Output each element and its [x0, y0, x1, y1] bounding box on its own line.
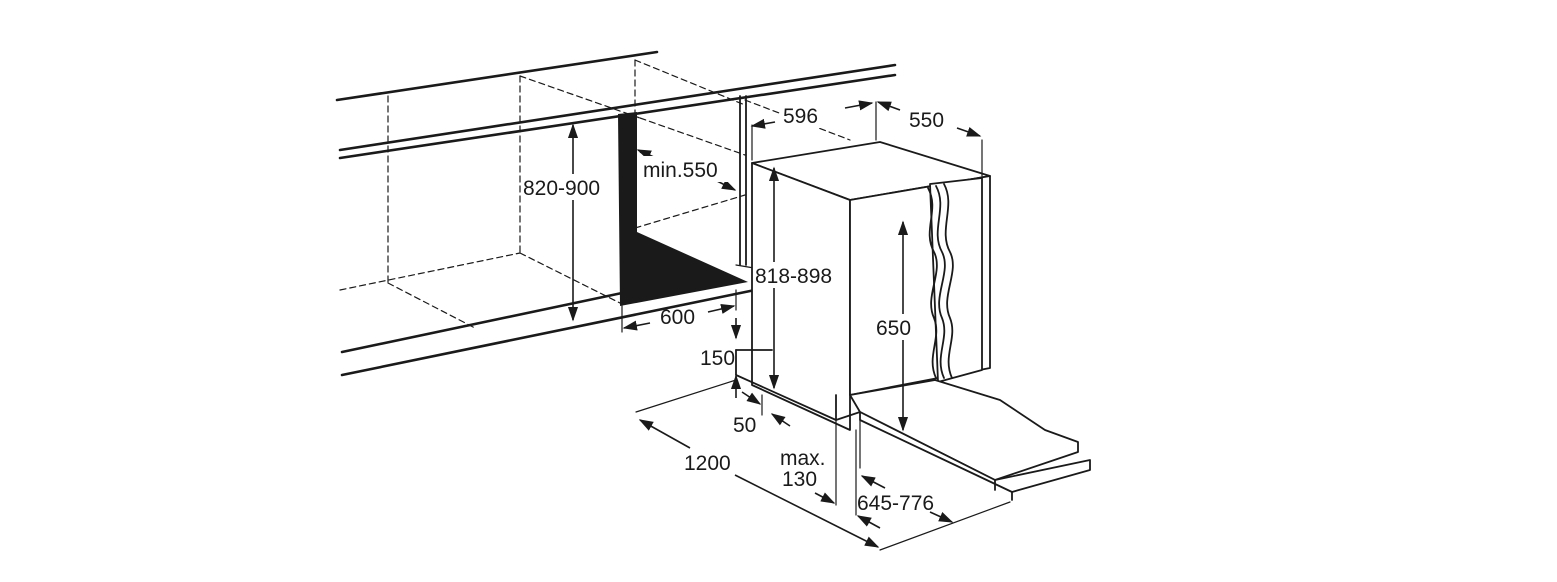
- floor-lines: [340, 288, 757, 377]
- label-645-776: 645-776: [857, 492, 934, 515]
- label-650: 650: [876, 317, 911, 340]
- worktop: [335, 50, 897, 160]
- label-550-depth: 550: [909, 109, 944, 132]
- label-130: 130: [782, 468, 817, 491]
- label-600: 600: [660, 306, 695, 329]
- label-820-900: 820-900: [523, 177, 600, 200]
- niche-interior: [618, 95, 755, 306]
- label-596: 596: [783, 105, 818, 128]
- label-min-550: min.550: [643, 159, 718, 182]
- dimension-labels: 596 550 min.550 820-900 818-898 650 600 …: [521, 102, 955, 515]
- label-150: 150: [700, 347, 735, 370]
- label-1200: 1200: [684, 452, 731, 475]
- label-50: 50: [733, 414, 756, 437]
- label-max: max.: [780, 447, 826, 470]
- label-818-898: 818-898: [755, 265, 832, 288]
- panel-cut-wave: [927, 183, 954, 379]
